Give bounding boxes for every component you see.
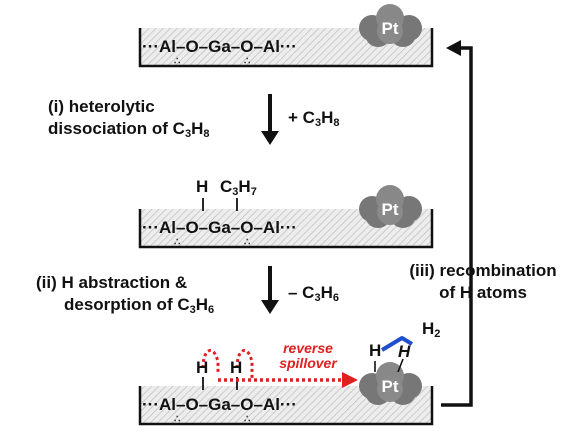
spillover-label-1: reverse xyxy=(283,340,333,356)
step2-product: – C3H6 xyxy=(288,283,339,304)
surface-chain-middle: ···Al–O–Ga–O–Al··· xyxy=(142,218,297,237)
surface-border xyxy=(138,28,434,68)
spillover-loop-2 xyxy=(235,349,254,378)
surface-chain-bottom: ···Al–O–Ga–O–Al··· xyxy=(142,395,297,414)
step2-subtitle: desorption of C3H6 xyxy=(64,295,215,316)
surface-border xyxy=(138,386,434,426)
step1-title: (i) heterolytic xyxy=(48,97,155,116)
down-arrow-step2 xyxy=(261,266,279,314)
recombination-loop-arrow xyxy=(441,40,473,407)
lone-pair-dots: ∴ xyxy=(174,414,181,425)
adsorbed-c3h7: C3H7 xyxy=(220,177,257,198)
spillover-arrowhead xyxy=(342,372,358,388)
pt-cluster-top xyxy=(359,4,422,47)
pt-label-middle: Pt xyxy=(381,200,399,219)
h2-formation xyxy=(374,336,414,373)
lone-pair-dots: ∴ xyxy=(244,237,251,248)
step3-subtitle: of H atoms xyxy=(439,283,527,302)
h-atom-left: H xyxy=(369,341,382,360)
step1-subtitle: dissociation of C3H8 xyxy=(48,119,210,140)
reverse-spillover-path xyxy=(201,349,358,388)
h2-product: H2 xyxy=(422,319,441,340)
spillover-label-2: spillover xyxy=(279,355,337,371)
lone-pair-dots: ∴ xyxy=(244,56,251,67)
h2-bond-blue xyxy=(380,336,414,352)
lone-pair-dots: ∴ xyxy=(174,56,181,67)
pt-cluster-middle xyxy=(359,185,422,228)
spillover-loop-1 xyxy=(201,349,220,372)
pt-cluster-bottom xyxy=(359,362,422,405)
pt-label-top: Pt xyxy=(381,19,399,38)
lone-pair-dots: ∴ xyxy=(174,237,181,248)
adsorbed-h: H xyxy=(196,177,209,196)
step2-title: (ii) H abstraction & xyxy=(36,273,188,292)
h-atom-right: H xyxy=(398,342,411,361)
spillover-h-2: H xyxy=(230,358,243,377)
spillover-h-1: H xyxy=(196,358,209,377)
down-arrow-step1 xyxy=(261,94,279,145)
surface-border xyxy=(138,209,434,249)
pt-label-bottom: Pt xyxy=(381,377,399,396)
step3-title: (iii) recombination xyxy=(409,261,557,280)
surface-chain-top: ···Al–O–Ga–O–Al··· xyxy=(142,37,297,56)
h-bond-right xyxy=(397,358,404,373)
lone-pair-dots: ∴ xyxy=(244,414,251,425)
step1-reagent: + C3H8 xyxy=(288,108,340,129)
